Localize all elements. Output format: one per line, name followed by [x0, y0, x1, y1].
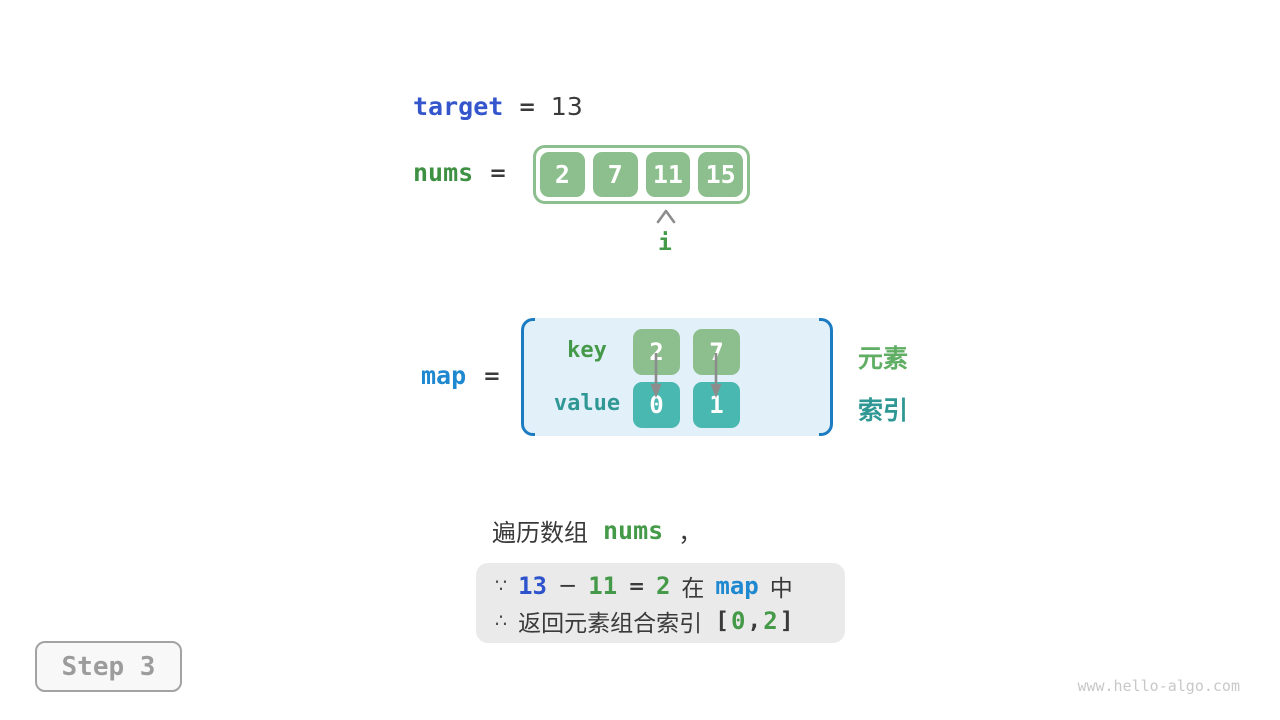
minus-sign: − — [558, 572, 578, 599]
map-value-cell: 1 — [693, 382, 740, 428]
map-keyword: map — [421, 361, 467, 390]
map-value-row-label: value — [553, 391, 621, 416]
returned-index-2: 2 — [763, 606, 778, 635]
nums-cell: 7 — [592, 152, 638, 197]
index-side-label: 索引 — [858, 396, 909, 425]
nums-cell: 15 — [698, 152, 743, 197]
sentence-suffix: ， — [678, 519, 703, 547]
nums-equals-sign: = — [489, 160, 507, 185]
caret-up-icon — [653, 207, 679, 225]
note-suffix-word: 中 — [769, 575, 793, 602]
open-bracket: [ — [715, 607, 729, 634]
note-return-text: 返回元素组合索引 — [518, 610, 703, 637]
note-equals-sign: = — [628, 573, 645, 598]
nums-cell: 11 — [645, 152, 691, 197]
arrow-down-icon — [709, 353, 723, 399]
because-symbol: ∵ — [495, 574, 508, 597]
target-equals-sign: = — [518, 94, 536, 119]
map-key-row-label: key — [567, 338, 607, 363]
arrow-down-icon — [649, 353, 663, 399]
note-map-word: map — [715, 571, 759, 600]
target-keyword: target — [413, 92, 504, 121]
watermark-url: www.hello-algo.com — [1077, 677, 1240, 695]
pointer-i-label: i — [658, 230, 672, 256]
close-bracket: ] — [779, 607, 794, 634]
map-equals-sign: = — [483, 363, 501, 388]
note-in-word: 在 — [681, 575, 705, 602]
note-complement-value: 2 — [655, 571, 671, 600]
returned-index-pair: [ 0 , 2 ] — [715, 607, 793, 635]
map-right-bracket — [819, 318, 833, 436]
map-left-bracket — [521, 318, 535, 436]
nums-keyword: nums — [413, 158, 474, 187]
iterate-sentence: 遍历数组 nums ， — [492, 513, 702, 548]
conclusion-note-box: ∵ 13 − 11 = 2 在 map 中 ∴ 返回元素组合索引 [ 0 , 2… — [476, 563, 845, 643]
therefore-symbol: ∴ — [495, 609, 508, 632]
sentence-nums-code: nums — [603, 516, 664, 545]
map-label-row: map = — [421, 361, 501, 390]
step-badge: Step 3 — [35, 641, 182, 692]
note-line-because: ∵ 13 − 11 = 2 在 map 中 — [495, 568, 845, 603]
note-target-value: 13 — [518, 571, 547, 600]
nums-array-container: 2 7 11 15 — [533, 145, 750, 204]
element-side-label: 元素 — [858, 344, 909, 373]
nums-cell: 2 — [540, 152, 585, 197]
sentence-prefix: 遍历数组 — [492, 519, 588, 547]
note-current-value: 11 — [588, 571, 618, 600]
target-row: target = 13 — [413, 92, 583, 121]
comma: , — [747, 607, 762, 634]
target-value: 13 — [550, 92, 583, 121]
map-value-cell: 0 — [633, 382, 680, 428]
map-container: key value 2 7 0 1 — [521, 318, 833, 436]
nums-label-row: nums = — [413, 158, 507, 187]
returned-index-1: 0 — [730, 606, 746, 635]
note-line-therefore: ∴ 返回元素组合索引 [ 0 , 2 ] — [495, 603, 845, 638]
